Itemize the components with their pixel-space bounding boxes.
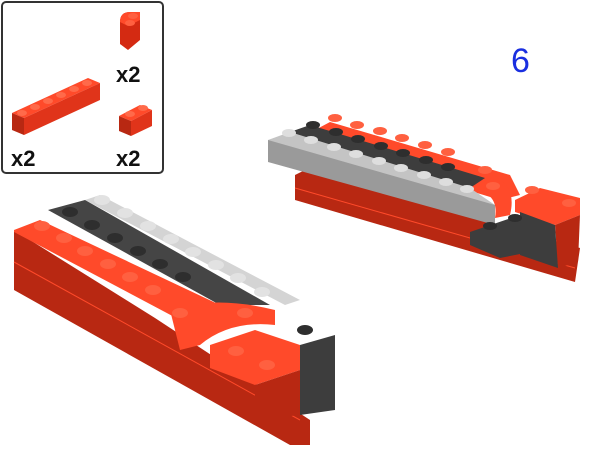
part-brick-1x6 (12, 78, 100, 135)
right-assembly (268, 114, 580, 282)
quantity-label-1x2: x2 (116, 146, 141, 171)
quantity-label-round-corner: x2 (116, 62, 141, 87)
left-assembly (13, 195, 335, 445)
part-round-corner-brick (120, 12, 140, 50)
step-number: 6 (511, 42, 530, 80)
quantity-label-1x6: x2 (11, 146, 36, 171)
part-brick-1x2 (119, 105, 152, 136)
